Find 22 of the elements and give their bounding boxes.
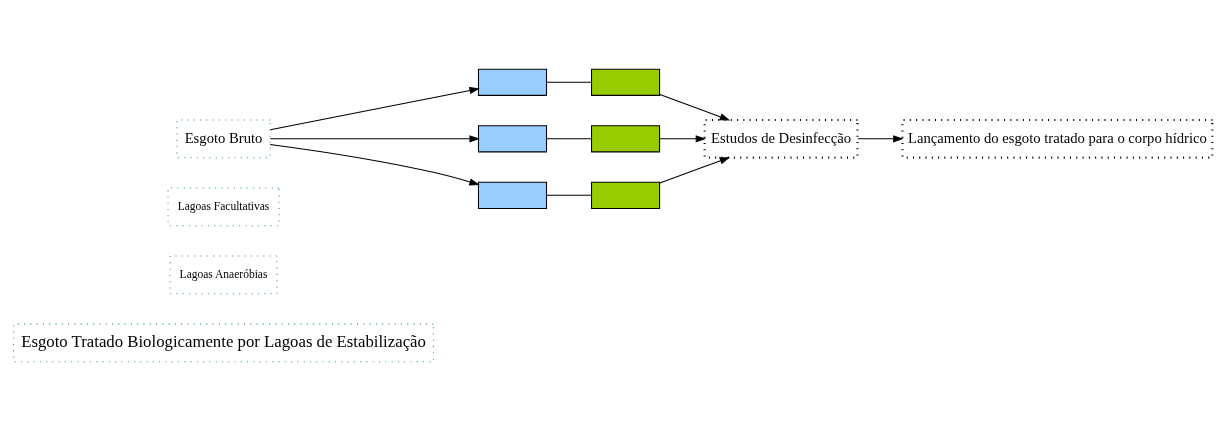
node-box [477, 68, 548, 96]
node-box [477, 181, 548, 209]
node-box: Lagoas Facultativas [167, 187, 280, 227]
node-box [477, 125, 548, 153]
connector [546, 81, 592, 83]
connector [546, 138, 592, 140]
arrow [659, 157, 731, 184]
node-box: Estudos de Desinfecção [703, 118, 859, 159]
node-box: Esgoto Tratado Biologicamente por Lagoas de Estabilização [13, 323, 434, 363]
arrow [269, 143, 480, 186]
arrow [659, 94, 731, 121]
node-box [591, 181, 661, 209]
arrow [269, 86, 480, 131]
node-box [591, 68, 661, 96]
arrow [659, 135, 707, 143]
node-box [591, 125, 661, 153]
arrow [269, 135, 480, 143]
connector [546, 194, 592, 196]
node-box: Lagoas Anaeróbias [169, 255, 278, 295]
node-box: Esgoto Bruto [176, 119, 271, 159]
node-box: Lançamento do esgoto tratado para o corpo hídrico [901, 118, 1214, 159]
arrow [857, 135, 904, 143]
